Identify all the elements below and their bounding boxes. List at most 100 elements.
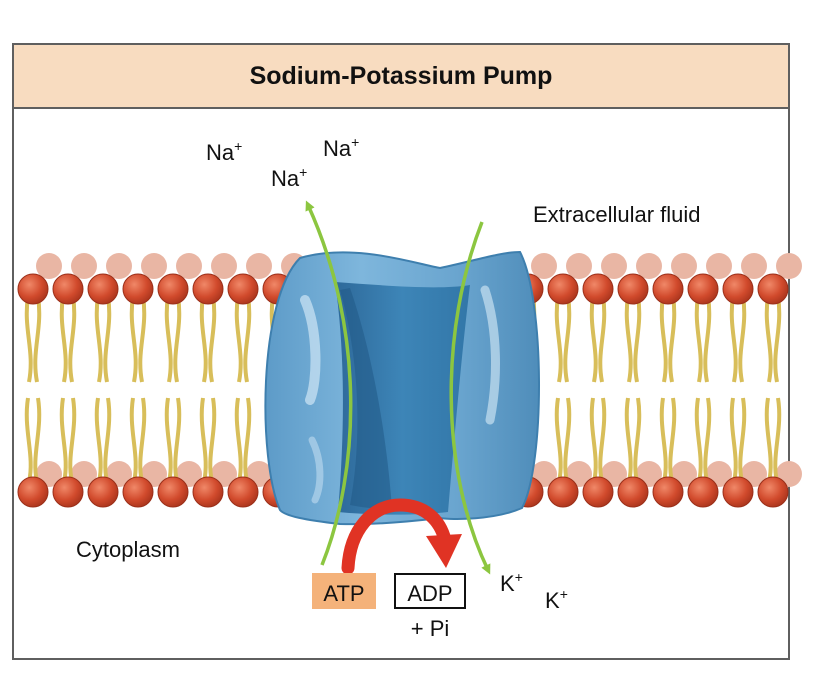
lipid-head-back <box>176 253 202 279</box>
lipid-head <box>123 477 153 507</box>
extracellular-fluid-label: Extracellular fluid <box>533 202 701 227</box>
lipid-tail <box>662 296 666 382</box>
lipid-tail <box>732 296 736 382</box>
charge-sign: + <box>299 164 307 180</box>
svg-text:Na+: Na+ <box>206 138 242 165</box>
cytoplasm-label: Cytoplasm <box>76 537 180 562</box>
lipid-head <box>688 274 718 304</box>
lipid-head <box>88 477 118 507</box>
lipid-head <box>158 477 188 507</box>
lipid-head <box>88 274 118 304</box>
lipid-head <box>123 274 153 304</box>
lipid-head-back <box>36 253 62 279</box>
charge-sign: + <box>351 134 359 150</box>
lipid-head-back <box>71 253 97 279</box>
lipid-tail <box>70 296 74 382</box>
charge-sign: + <box>515 569 523 585</box>
lipid-head-back <box>141 253 167 279</box>
lipid-head <box>228 477 258 507</box>
sodium-ion-labels: Na+ Na+ Na+ <box>206 134 359 191</box>
lipid-tail <box>565 296 569 382</box>
sodium-ion-label: Na <box>271 166 300 191</box>
lipid-tail <box>697 398 701 482</box>
lipid-tail <box>237 398 241 482</box>
lipid-tail <box>175 296 179 382</box>
potassium-ion-label: K <box>545 588 560 613</box>
lipid-head <box>583 274 613 304</box>
lipid-head-back <box>706 253 732 279</box>
lipid-head <box>618 477 648 507</box>
lipid-head <box>723 274 753 304</box>
lipid-head-back <box>566 253 592 279</box>
lipid-head <box>53 274 83 304</box>
lipid-head <box>193 274 223 304</box>
potassium-ion-label: K <box>500 571 515 596</box>
lipid-tail <box>27 398 31 482</box>
lipid-tail <box>592 398 596 482</box>
lipid-head <box>653 477 683 507</box>
lipid-tail <box>35 296 39 382</box>
atp-label: ATP <box>323 581 364 606</box>
lipid-tail <box>627 398 631 482</box>
svg-text:Na+: Na+ <box>271 164 307 191</box>
lipid-tail <box>202 296 206 382</box>
lipid-head <box>758 274 788 304</box>
lipid-tail <box>167 296 171 382</box>
lipid-tail <box>132 296 136 382</box>
lipid-head <box>18 274 48 304</box>
lipid-head <box>688 477 718 507</box>
lipid-head <box>653 274 683 304</box>
lipid-tail <box>27 296 31 382</box>
sodium-ion-label: Na <box>206 140 235 165</box>
lipid-head-back <box>636 253 662 279</box>
lipid-head <box>158 274 188 304</box>
lipid-tail <box>662 398 666 482</box>
lipid-head <box>548 477 578 507</box>
lipid-head-back <box>601 253 627 279</box>
lipid-tail <box>210 296 214 382</box>
lipid-tail <box>775 296 779 382</box>
lipid-head <box>583 477 613 507</box>
svg-text:K+: K+ <box>545 586 568 613</box>
sodium-ion-label: Na <box>323 136 352 161</box>
lipid-tail <box>600 296 604 382</box>
sodium-potassium-pump-protein <box>265 252 539 524</box>
lipid-tail <box>767 398 771 482</box>
lipid-tail <box>62 296 66 382</box>
lipid-tail <box>237 296 241 382</box>
lipid-head-back <box>211 253 237 279</box>
lipid-head <box>618 274 648 304</box>
lipid-tail <box>97 398 101 482</box>
lipid-tail <box>740 296 744 382</box>
potassium-ion-labels: K+ K+ <box>500 569 568 613</box>
lipid-head <box>228 274 258 304</box>
svg-text:Na+: Na+ <box>323 134 359 161</box>
lipid-tail <box>97 296 101 382</box>
lipid-tail <box>670 296 674 382</box>
adp-label: ADP <box>407 581 452 606</box>
lipid-tail <box>732 398 736 482</box>
lipid-head-back <box>106 253 132 279</box>
lipid-head-back <box>776 253 802 279</box>
charge-sign: + <box>560 586 568 602</box>
svg-text:K+: K+ <box>500 569 523 596</box>
lipid-head-back <box>741 253 767 279</box>
lipid-tail <box>167 398 171 482</box>
lipid-head <box>193 477 223 507</box>
lipid-head <box>18 477 48 507</box>
lipid-tail <box>105 296 109 382</box>
lipid-head <box>758 477 788 507</box>
lipid-tail <box>245 296 249 382</box>
lipid-head <box>53 477 83 507</box>
lipid-tail <box>635 296 639 382</box>
lipid-tail <box>627 296 631 382</box>
lipid-head-back <box>246 253 272 279</box>
phosphate-label: + Pi <box>411 616 450 641</box>
lipid-tail <box>557 296 561 382</box>
lipid-tail <box>62 398 66 482</box>
lipid-tail <box>140 296 144 382</box>
lipid-head <box>723 477 753 507</box>
lipid-tail <box>705 296 709 382</box>
lipid-head <box>548 274 578 304</box>
